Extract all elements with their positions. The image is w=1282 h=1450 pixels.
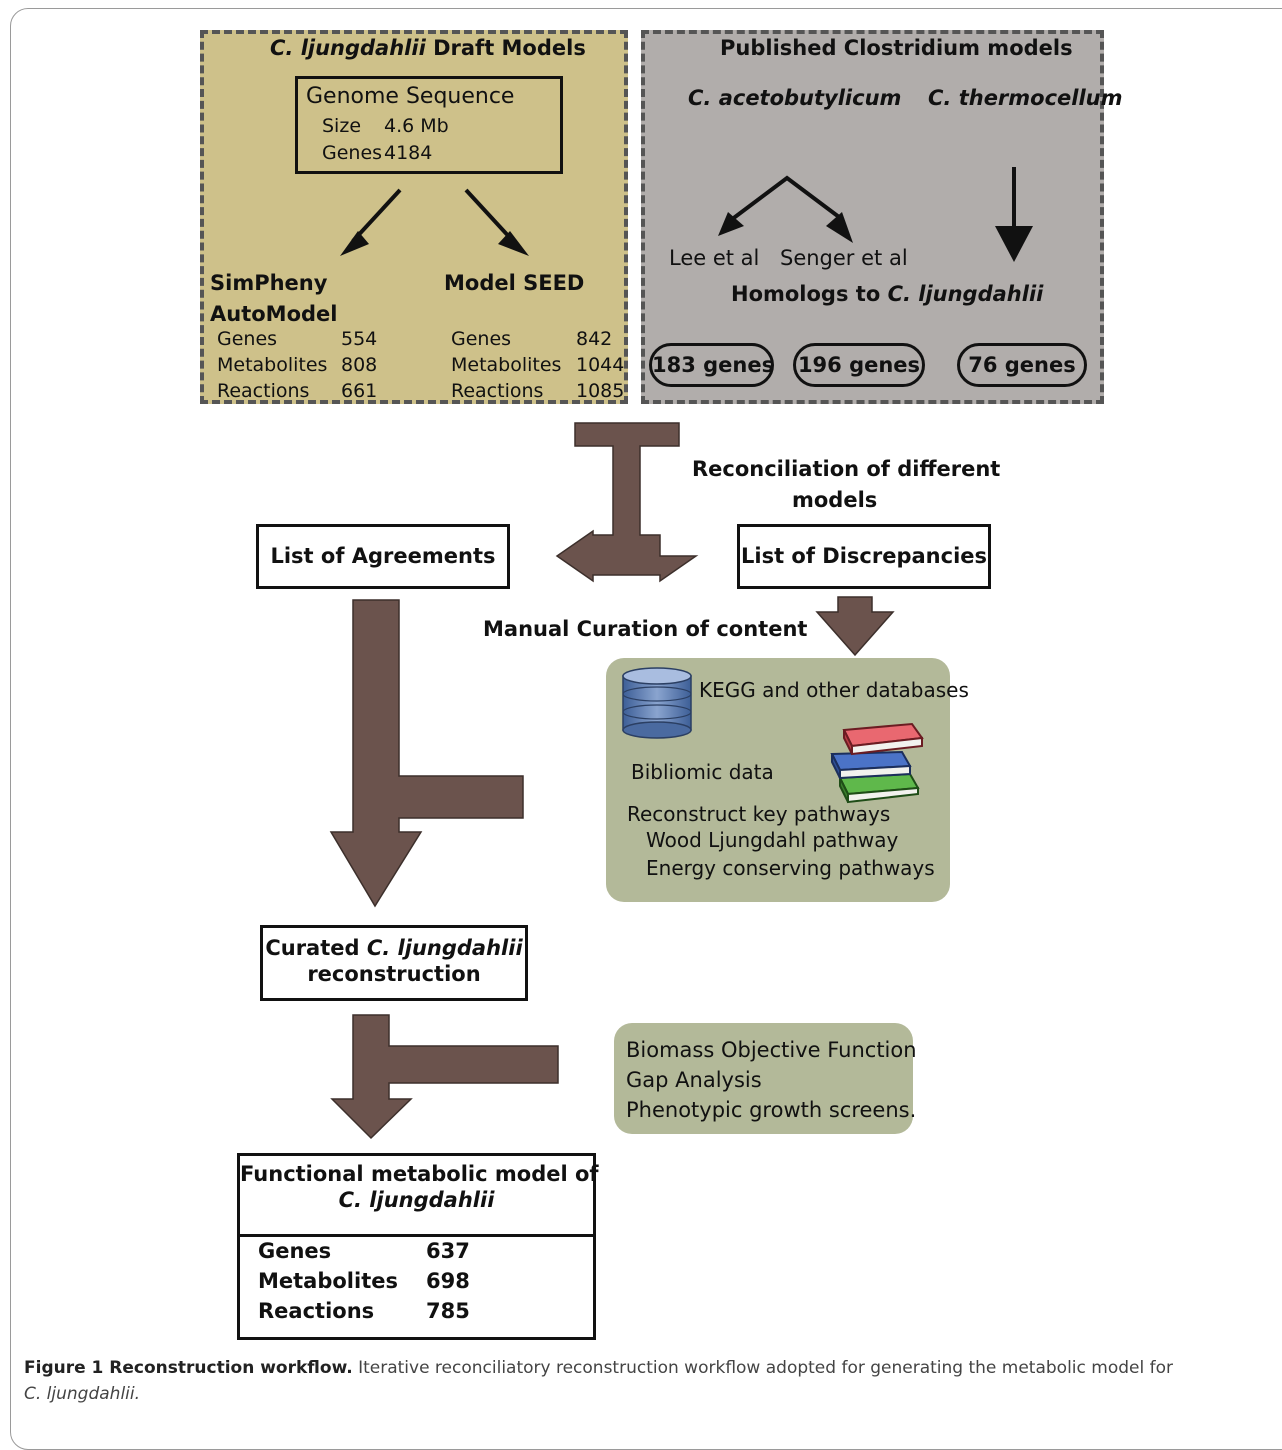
- kegg-label: KEGG and other databases: [699, 678, 969, 702]
- biomass-objective-label: Biomass Objective Function: [626, 1038, 917, 1062]
- manual-curation-label: Manual Curation of content: [483, 617, 808, 641]
- arrows-layer: [329, 167, 1033, 1140]
- genome-size-value: 4.6 Mb: [384, 115, 449, 137]
- bibliomic-label: Bibliomic data: [631, 760, 774, 784]
- draft-models-panel: [200, 30, 628, 404]
- homolog-count-183: 183 genes: [649, 343, 774, 387]
- database-icon: [622, 667, 692, 739]
- functional-reactions-label: Reactions: [258, 1299, 375, 1323]
- arrow-to-seed: [498, 231, 529, 256]
- simpheny-genes-value: 554: [341, 328, 378, 350]
- homolog-count-76: 76 genes: [957, 343, 1087, 387]
- functional-model-box: Functional metabolic model of C. ljungda…: [237, 1153, 599, 1340]
- figure-caption: Figure 1 Reconstruction workflow. Iterat…: [24, 1358, 1173, 1404]
- automodel-title: AutoModel: [210, 302, 338, 326]
- seed-genes-value: 842: [576, 328, 613, 350]
- agreements-to-curated-arrow: [329, 599, 524, 908]
- genome-split-arrows: [351, 188, 515, 243]
- functional-metabolites-value: 698: [426, 1269, 470, 1293]
- published-models-panel: [641, 30, 1104, 404]
- list-of-agreements-box: List of Agreements: [256, 524, 510, 589]
- seed-metabolites-value: 1044: [576, 354, 625, 376]
- senger-et-al-label: Senger et al: [780, 246, 908, 270]
- biomass-analysis-box: [614, 1023, 913, 1134]
- wood-ljungdahl-label: Wood Ljungdahl pathway: [646, 828, 899, 852]
- homologs-label: Homologs to C. ljungdahlii: [731, 282, 1044, 306]
- acetobutylicum-split-arrows: [729, 175, 845, 222]
- reconciliation-line1: Reconciliation of different: [692, 457, 1001, 481]
- species-acetobutylicum: C. acetobutylicum: [688, 86, 902, 110]
- books-icon: [830, 722, 924, 804]
- simpheny-metabolites-value: 808: [341, 354, 378, 376]
- discrepancies-to-curation-arrow: [815, 596, 895, 657]
- functional-genes-label: Genes: [258, 1239, 332, 1263]
- genome-size-label: Size: [322, 115, 362, 137]
- genome-genes-value: 4184: [384, 142, 433, 164]
- phenotypic-screens-label: Phenotypic growth screens.: [626, 1098, 917, 1122]
- reconstruct-label: Reconstruct key pathways: [627, 802, 891, 826]
- functional-title-line2: C. ljungdahlii: [338, 1188, 495, 1212]
- gap-analysis-label: Gap Analysis: [626, 1068, 762, 1092]
- reconciliation-line2: models: [792, 488, 878, 512]
- simpheny-metabolites-label: Metabolites: [217, 354, 328, 376]
- thermocellum-arrow-head: [995, 226, 1033, 262]
- arrow-to-simpheny: [340, 231, 369, 256]
- simpheny-genes-label: Genes: [217, 328, 278, 350]
- draft-models-title: C. ljungdahlii Draft Models: [270, 36, 586, 60]
- model-seed-title: Model SEED: [444, 271, 585, 295]
- seed-reactions-value: 1085: [576, 380, 625, 402]
- list-of-discrepancies-box: List of Discrepancies: [737, 524, 991, 589]
- homolog-count-196: 196 genes: [793, 343, 925, 387]
- energy-conserving-label: Energy conserving pathways: [646, 856, 935, 880]
- seed-metabolites-label: Metabolites: [451, 354, 562, 376]
- simpheny-title: SimPheny: [210, 271, 328, 295]
- functional-metabolites-label: Metabolites: [258, 1269, 398, 1293]
- seed-genes-label: Genes: [451, 328, 512, 350]
- curated-to-functional-arrow: [330, 1014, 559, 1140]
- simpheny-reactions-label: Reactions: [217, 380, 310, 402]
- functional-reactions-value: 785: [426, 1299, 470, 1323]
- seed-reactions-label: Reactions: [451, 380, 544, 402]
- lee-et-al-label: Lee et al: [669, 246, 760, 270]
- simpheny-reactions-value: 661: [341, 380, 378, 402]
- genome-genes-label: Genes: [322, 142, 383, 164]
- functional-genes-value: 637: [426, 1239, 470, 1263]
- reconciliation-arrow: [555, 422, 699, 583]
- arrow-to-senger: [826, 212, 853, 243]
- genome-sequence-box: [295, 76, 563, 174]
- arrow-to-lee: [718, 212, 744, 236]
- species-thermocellum: C. thermocellum: [928, 86, 1123, 110]
- published-models-title: Published Clostridium models: [720, 36, 1073, 60]
- genome-sequence-title: Genome Sequence: [306, 84, 515, 109]
- curated-reconstruction-box: Curated C. ljungdahlii reconstruction: [260, 925, 528, 1001]
- functional-title-line1: Functional metabolic model of: [240, 1162, 599, 1186]
